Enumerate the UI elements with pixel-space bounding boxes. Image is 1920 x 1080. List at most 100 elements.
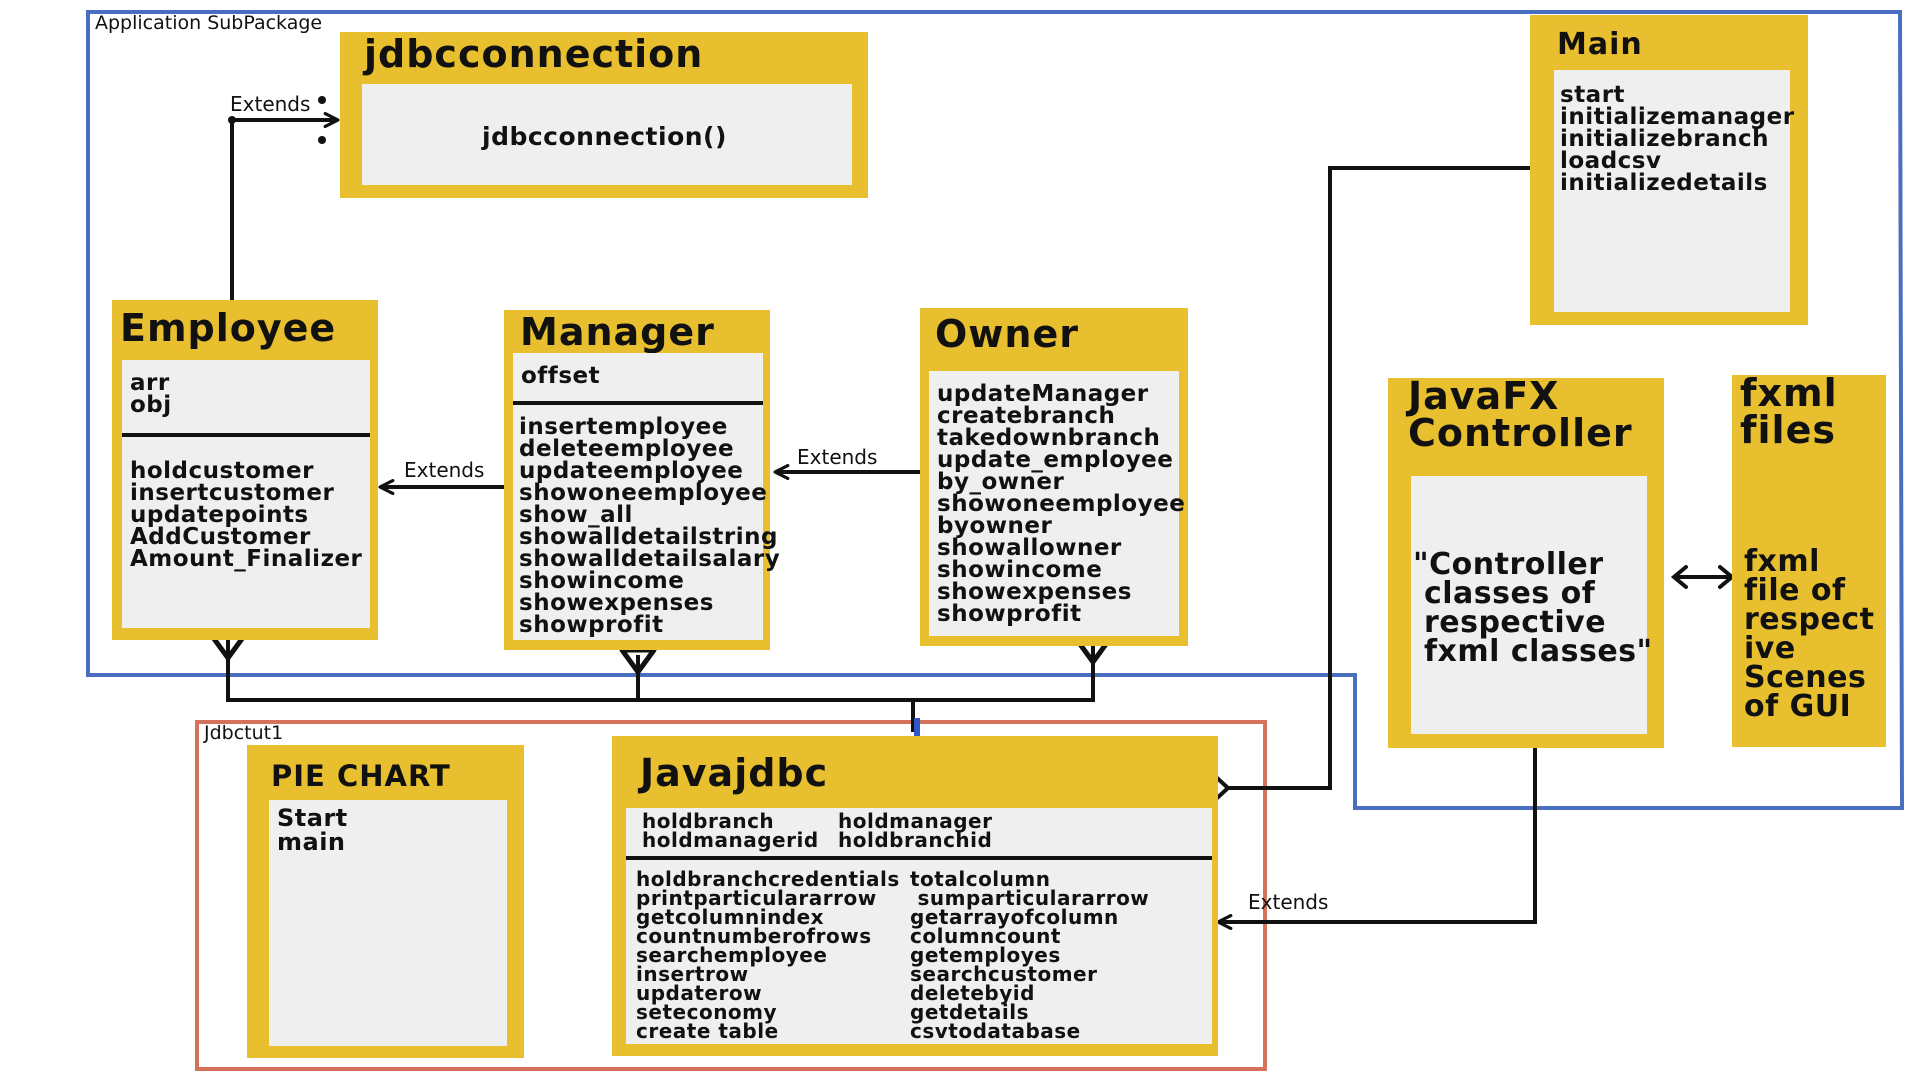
method: jdbcconnection() bbox=[482, 122, 727, 151]
method-list: insertemployee deleteemployee updateempl… bbox=[519, 414, 781, 638]
method: insertemployee bbox=[519, 414, 728, 440]
class-title: Javajdbc bbox=[640, 751, 829, 795]
class-title: Main bbox=[1557, 27, 1643, 62]
employee-extends-jdbcconnection bbox=[230, 112, 340, 303]
method: showprofit bbox=[937, 601, 1082, 627]
class-body: start initializemanager initializebranch… bbox=[1554, 70, 1794, 312]
class-body: arr obj holdcustomer insertcustomer upda… bbox=[122, 360, 370, 628]
method: updateemployee bbox=[519, 458, 744, 484]
method: byowner bbox=[937, 513, 1053, 539]
method-list: jdbcconnection() bbox=[482, 124, 727, 149]
method: insertcustomer bbox=[130, 480, 335, 506]
class-javajdbc: Javajdbc holdbranch holdmanagerid holdma… bbox=[612, 736, 1218, 1056]
method-list: holdcustomer insertcustomer updatepoints… bbox=[130, 460, 362, 571]
method: updateManager bbox=[937, 381, 1149, 407]
method: printparticulararrow bbox=[636, 886, 877, 910]
description: "Controller classes of respective fxml c… bbox=[1413, 547, 1653, 669]
method: main bbox=[277, 828, 346, 856]
method: deletebyid bbox=[910, 981, 1035, 1005]
method: getemployes bbox=[910, 943, 1061, 967]
method: AddCustomer bbox=[130, 524, 311, 550]
method: getarrayofcolumn bbox=[910, 905, 1119, 929]
method: showalldetailsalary bbox=[519, 546, 781, 572]
field: obj bbox=[130, 392, 172, 418]
method: create table bbox=[636, 1019, 779, 1043]
class-body: offset insertemployee deleteemployee upd… bbox=[513, 353, 780, 640]
extends-label-manager: Extends bbox=[404, 458, 485, 482]
field: holdmanager bbox=[838, 809, 993, 833]
method-list-left: holdbranchcredentials printparticulararr… bbox=[636, 867, 900, 1043]
main-aggregates-javajdbc bbox=[1228, 166, 1532, 790]
method: columncount bbox=[910, 924, 1061, 948]
method: showexpenses bbox=[519, 590, 714, 616]
class-title: Owner bbox=[935, 312, 1079, 356]
field: holdmanagerid bbox=[642, 828, 819, 852]
method: showprofit bbox=[519, 612, 664, 638]
method: createbranch bbox=[937, 403, 1116, 429]
class-main: Main start initializemanager initializeb… bbox=[1530, 15, 1808, 325]
classes-to-javajdbc-bus bbox=[226, 640, 1095, 702]
description-line: fxml classes" bbox=[1413, 634, 1653, 669]
method: insertrow bbox=[636, 962, 749, 986]
method: showincome bbox=[937, 557, 1103, 583]
title-line: JavaFX bbox=[1408, 374, 1560, 418]
method-list-right: totalcolumn sumparticulararrow getarrayo… bbox=[910, 869, 1149, 1043]
application-package-border bbox=[86, 10, 1905, 810]
method: countnumberofrows bbox=[636, 924, 872, 948]
jdbctut-package-label: Jdbctut1 bbox=[204, 722, 284, 744]
method: start bbox=[1560, 82, 1626, 108]
method: Start bbox=[277, 804, 348, 832]
method: getdetails bbox=[910, 1000, 1029, 1024]
field-list-right: holdmanager holdbranchid bbox=[838, 809, 993, 850]
description-line: "Controller bbox=[1413, 547, 1604, 582]
description-line: of GUI bbox=[1744, 689, 1852, 724]
method: takedownbranch bbox=[937, 425, 1161, 451]
field-list-left: holdbranch holdmanagerid bbox=[642, 809, 819, 852]
class-owner: Owner updateManager createbranch takedow… bbox=[920, 308, 1188, 646]
field: offset bbox=[521, 363, 601, 389]
method: initializemanager bbox=[1560, 104, 1795, 130]
class-jdbcconnection: jdbcconnection jdbcconnection() bbox=[340, 32, 868, 198]
method: searchemployee bbox=[636, 943, 828, 967]
method-list: start initializemanager initializebranch… bbox=[1560, 82, 1795, 196]
title-line: files bbox=[1740, 408, 1836, 452]
method: showexpenses bbox=[937, 579, 1132, 605]
method: initializedetails bbox=[1560, 170, 1768, 196]
class-manager: Manager offset insertemployee deleteempl… bbox=[504, 310, 780, 650]
method: showoneemployee bbox=[519, 480, 768, 506]
method: by_owner bbox=[937, 469, 1065, 495]
description-line: fxml bbox=[1744, 544, 1820, 579]
title-line: fxml bbox=[1740, 371, 1838, 415]
method: update_employee bbox=[937, 447, 1174, 473]
method: updatepoints bbox=[130, 502, 309, 528]
class-body: holdbranch holdmanagerid holdmanager hol… bbox=[626, 808, 1212, 1044]
description-line: Scenes bbox=[1744, 660, 1867, 695]
application-package-label: Application SubPackage bbox=[95, 12, 323, 34]
method-list: updateManager createbranch takedownbranc… bbox=[937, 381, 1186, 627]
field: holdbranch bbox=[642, 809, 775, 833]
method: showallowner bbox=[937, 535, 1122, 561]
field-list: offset bbox=[521, 363, 601, 389]
class-body: jdbcconnection() bbox=[362, 84, 852, 185]
method: getcolumnindex bbox=[636, 905, 825, 929]
method: initializebranch bbox=[1560, 126, 1770, 152]
jdbctut-package-border bbox=[195, 720, 1267, 1071]
description-line: file of bbox=[1744, 573, 1846, 608]
extends-label-owner: Extends bbox=[797, 445, 878, 469]
description-line: classes of bbox=[1413, 576, 1596, 611]
class-title: PIE CHART bbox=[271, 759, 451, 793]
method: csvtodatabase bbox=[910, 1019, 1081, 1043]
class-body: "Controller classes of respective fxml c… bbox=[1411, 476, 1652, 734]
method: searchcustomer bbox=[910, 962, 1098, 986]
method-list: Start main bbox=[277, 806, 348, 854]
description-line: respective bbox=[1413, 605, 1607, 640]
method: holdbranchcredentials bbox=[636, 867, 900, 891]
separator bbox=[122, 433, 370, 437]
field-list: arr obj bbox=[130, 372, 172, 418]
method: showoneemployee bbox=[937, 491, 1186, 517]
method: seteconomy bbox=[636, 1000, 778, 1024]
